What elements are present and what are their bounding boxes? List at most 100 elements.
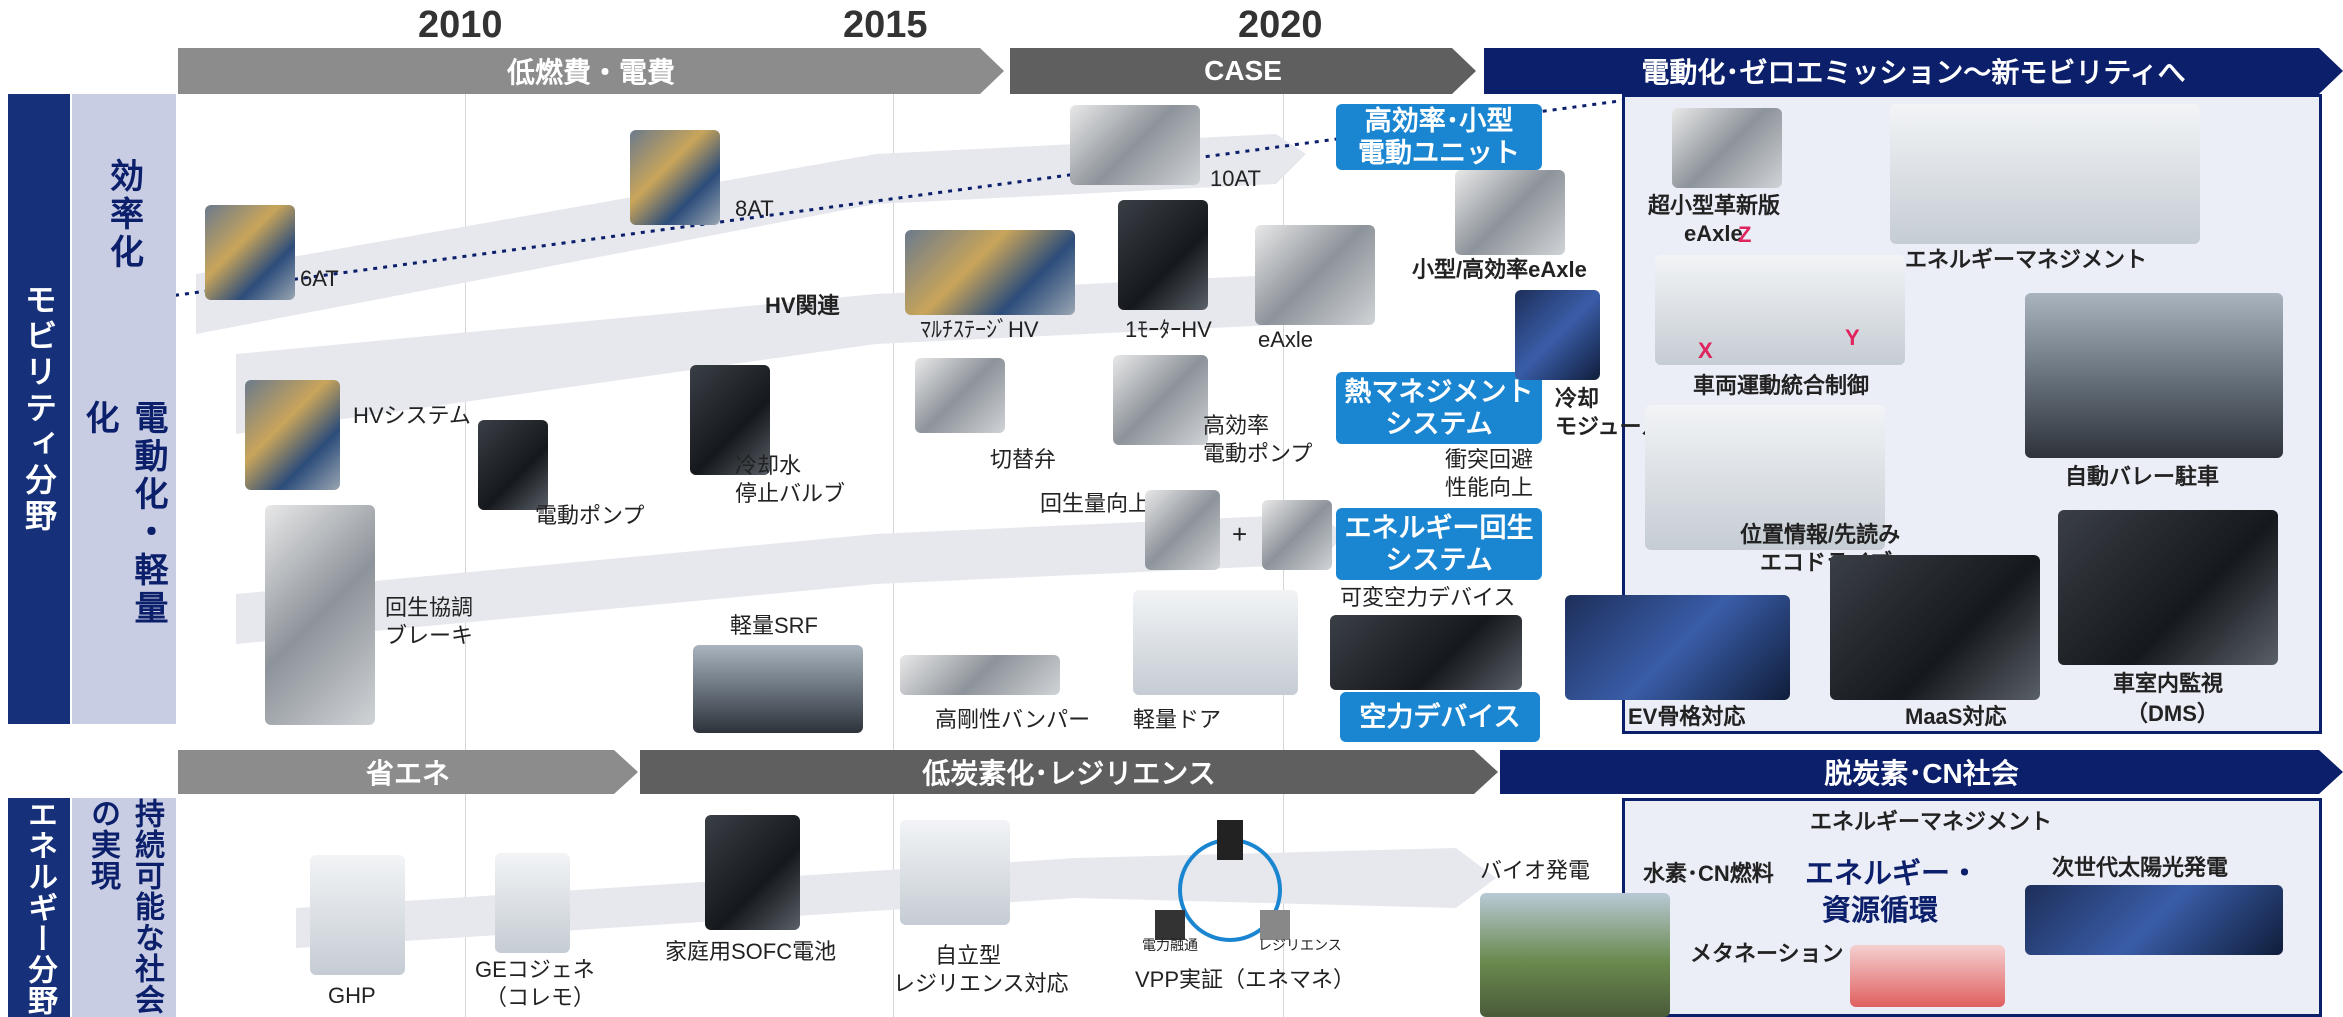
house-icon — [1155, 910, 1185, 940]
ev-skeleton-image — [1565, 595, 1790, 700]
label-independent-2: レジリエンス対応 — [893, 971, 1069, 996]
label-resilience-small: レジリエンス — [1258, 937, 1342, 953]
axis-x-label: X — [1698, 338, 1713, 363]
mobility-side-label: モビリティ分野 — [8, 94, 70, 724]
multistage-hv-image — [905, 230, 1075, 315]
label-hv-related: HV関連 — [765, 293, 840, 318]
label-electric-pump: 電動ポンプ — [535, 503, 645, 528]
label-ge-2: （コレモ） — [485, 985, 596, 1010]
label-collision-2: 性能向上 — [1445, 475, 1534, 500]
label-energy-management: エネルギーマネジメント — [1905, 247, 2148, 272]
box-energy-regeneration: エネルギー回生システム — [1336, 508, 1542, 580]
flow-arrow-light — [236, 514, 1346, 644]
energy-flow — [296, 848, 1496, 948]
label-solar: 次世代太陽光発電 — [2052, 855, 2229, 880]
gridline-2010 — [465, 94, 466, 1017]
phase-arrow-carbon-neutral: 脱炭素･CN社会 — [1500, 750, 2343, 794]
label-hydrogen: 水素･CN燃料 — [1643, 861, 1774, 886]
10at-image — [1070, 105, 1200, 185]
ghp-image — [310, 855, 405, 975]
label-ghp: GHP — [328, 983, 376, 1008]
small-eaxle-image — [1455, 170, 1565, 255]
energy-flow-arrow — [296, 848, 1496, 948]
hv-system-image — [245, 380, 340, 490]
year-2015: 2015 — [843, 4, 928, 46]
building-icon — [1217, 820, 1243, 860]
electrification-label: 電動化・軽量化 — [80, 400, 167, 628]
label-vpp: VPP実証（エネマネ） — [1135, 967, 1356, 992]
axis-z-label: Z — [1738, 222, 1752, 247]
phase-arrow-case: CASE — [1010, 48, 1476, 94]
year-2010: 2010 — [418, 4, 503, 46]
electric-pump-image — [478, 420, 548, 510]
hi-pump-image — [1113, 355, 1208, 445]
solar-image — [2025, 885, 2283, 955]
label-maas: MaaS対応 — [1905, 704, 2007, 729]
plus-sign: + — [1232, 519, 1248, 549]
label-1motor-hv: 1ﾓｰﾀｰHV — [1125, 317, 1212, 342]
eaxle-image — [1255, 225, 1375, 325]
maas-image — [1830, 555, 2040, 700]
efficiency-label: 効率化 — [104, 158, 143, 272]
label-variable-aero: 可変空力デバイス — [1340, 585, 1516, 610]
box-text: 空力デバイス — [1359, 701, 1521, 732]
energy-sub-column: 持続可能な社会の実現 — [72, 798, 176, 1017]
label-innovative-eaxle-1: 超小型革新版 — [1648, 193, 1781, 218]
phase-label: CASE — [1204, 55, 1282, 86]
label-bio-power: バイオ発電 — [1480, 858, 1591, 883]
label-light-srf: 軽量SRF — [730, 613, 819, 638]
label-cooling-1: 冷却 — [1555, 386, 1600, 411]
cooling-module-image — [1515, 290, 1600, 380]
6at-image — [205, 205, 295, 300]
location-eco-image — [1645, 405, 1885, 550]
label-regen-brake-1: 回生協調 — [385, 595, 474, 620]
phase-label: 省エネ — [365, 758, 450, 789]
label-ge-1: GEコジェネ — [475, 957, 595, 982]
regen-part-2-image — [1262, 500, 1332, 570]
bumper-image — [900, 655, 1060, 695]
label-dms-1: 車室内監視 — [2113, 671, 2224, 696]
light-srf-image — [693, 645, 863, 733]
factory-image — [1850, 945, 2005, 1007]
label-methanation: メタネーション — [1690, 941, 1844, 966]
box-aero-device: 空力デバイス — [1340, 692, 1540, 742]
ev-energy-image — [1890, 104, 2200, 244]
light-door-image — [1133, 590, 1298, 695]
box-text: 熱マネジメント — [1344, 376, 1534, 407]
label-ev: EV骨格対応 — [1628, 704, 1746, 729]
label-light-door: 軽量ドア — [1133, 707, 1222, 732]
regen-part-1-image — [1145, 490, 1220, 570]
sustainable-label: 持続可能な社会の実現 — [86, 798, 163, 1015]
label-hv-system: HVシステム — [353, 403, 471, 428]
dms-image — [2058, 510, 2278, 665]
valet-parking-image — [2025, 293, 2283, 458]
bio-power-image — [1480, 893, 1670, 1017]
label-hi-pump-1: 高効率 — [1203, 413, 1270, 438]
label-8at: 8AT — [735, 196, 774, 221]
phase-arrow-energy-saving: 省エネ — [178, 750, 638, 794]
box-text: 高効率･小型 — [1364, 105, 1514, 136]
phase-arrow-low-carbon: 低炭素化･レジリエンス — [640, 750, 1498, 794]
label-power-sharing: 電力融通 — [1142, 937, 1198, 953]
switch-valve-image — [915, 358, 1005, 433]
phase-arrow-low-fuel: 低燃費・電費 — [178, 48, 1004, 94]
label-sofc: 家庭用SOFC電池 — [665, 939, 837, 964]
phase-label: 低炭素化･レジリエンス — [922, 758, 1216, 789]
label-small-eaxle: 小型/高効率eAxle — [1412, 257, 1587, 282]
house-icon — [1260, 910, 1290, 940]
regen-brake-image — [265, 505, 375, 725]
vpp-diagram — [1155, 820, 1290, 942]
label-independent-1: 自立型 — [935, 943, 1002, 968]
box-text: エネルギー回生 — [1344, 512, 1534, 543]
phase-arrow-electrification: 電動化･ゼロエミッション～新モビリティへ — [1484, 48, 2343, 94]
label-cycle-1: エネルギー・ — [1805, 858, 1980, 890]
label-location-1: 位置情報/先読み — [1740, 522, 1901, 547]
box-thermal-management: 熱マネジメントシステム — [1336, 372, 1542, 444]
label-innovative-eaxle-2: eAxle — [1684, 221, 1743, 246]
box-text: システム — [1385, 409, 1493, 439]
vehicle-motion-image — [1655, 255, 1905, 365]
dotted-trend-line — [176, 98, 1626, 297]
energy-side-text: エネルギー分野 — [23, 799, 56, 1016]
energy-side-label: エネルギー分野 — [8, 798, 70, 1017]
variable-aero-image — [1330, 615, 1522, 690]
